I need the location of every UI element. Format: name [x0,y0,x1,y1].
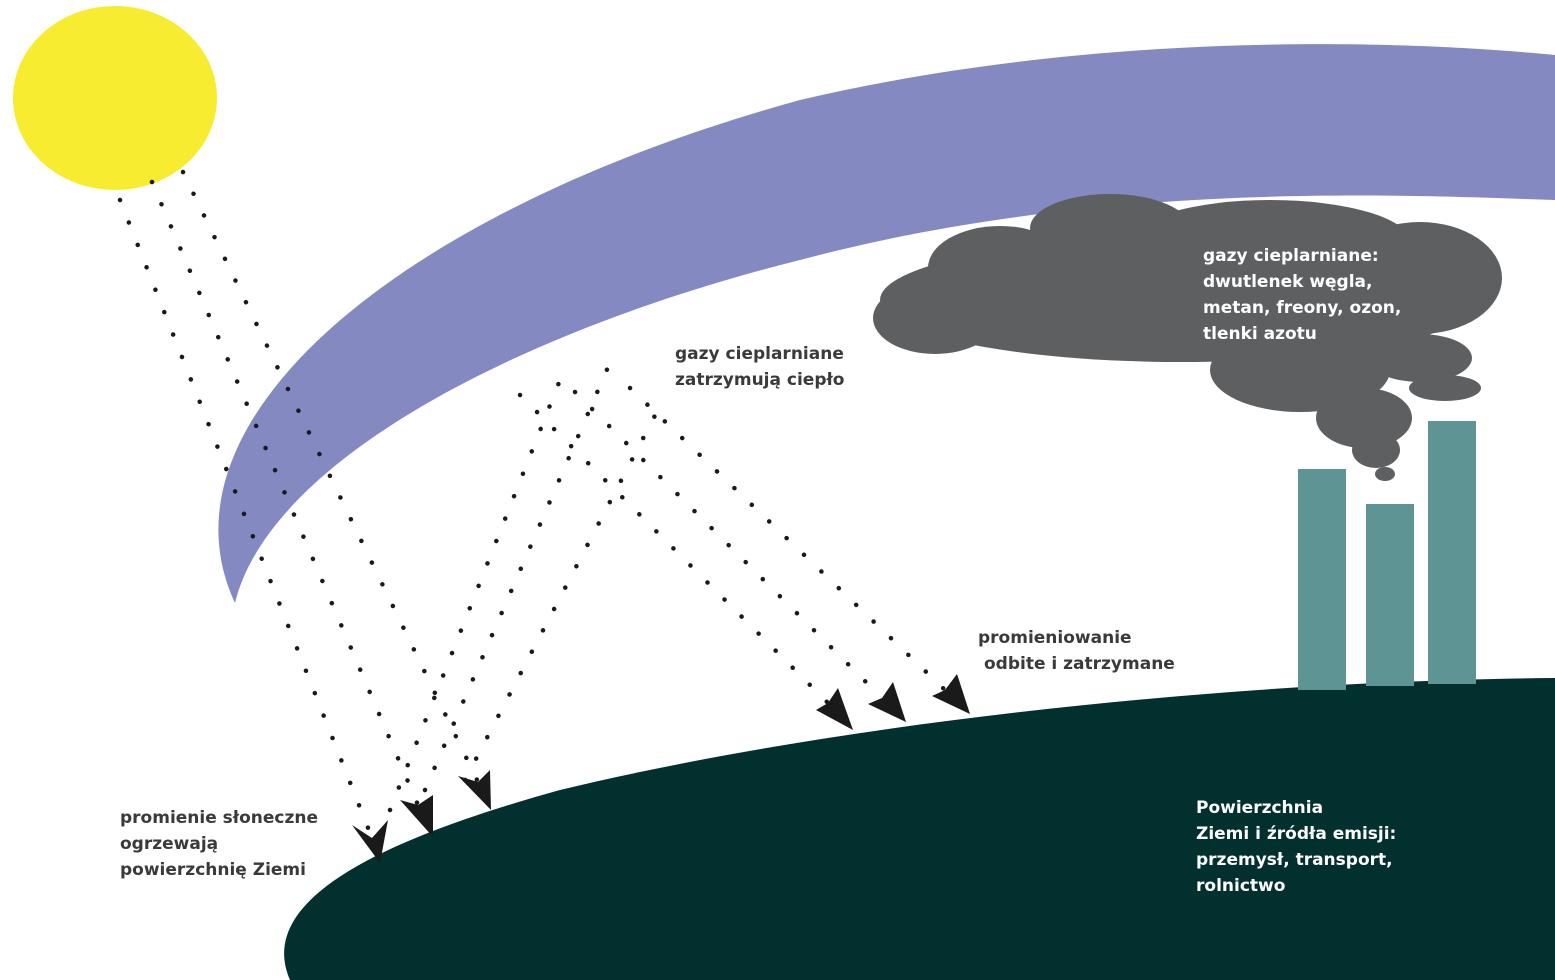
label-sun-rays: promienie słoneczne ogrzewają powierzchn… [120,805,318,883]
reflected-rays [387,355,665,813]
label-line: tlenki azotu [1203,324,1317,344]
label-line: metan, freony, ozon, [1203,298,1402,318]
arrowhead [932,674,970,714]
solar-ray [149,179,421,808]
label-trapped-heat: gazy cieplarniane zatrzymują ciepło [675,341,844,393]
label-line: zatrzymują ciepło [675,370,845,390]
label-line: gazy cieplarniane [675,344,844,364]
label-line: przemysł, transport, [1196,850,1393,870]
reflected-ray [462,399,665,783]
greenhouse-gas-cloud [873,194,1502,412]
chimney [1366,504,1414,686]
label-line: promieniowanie [978,628,1132,648]
smoke-puff [1375,467,1395,481]
sun [13,6,217,190]
smoke-puff [1352,432,1400,468]
label-line: ogrzewają [120,834,219,854]
reflected-ray [387,377,563,813]
trapped-ray [517,392,831,706]
label-earth-sources: Powierzchnia Ziemi i źródła emisji: prze… [1196,795,1396,899]
label-line: odbite i zatrzymane [984,654,1175,674]
label-line: Ziemi i źródła emisji: [1196,824,1397,844]
earth-surface [284,678,1555,980]
label-line: Powierzchnia [1196,798,1324,818]
atmosphere-band [218,44,1555,604]
label-line: dwutlenek węgla, [1203,272,1373,292]
label-line: promienie słoneczne [120,808,319,828]
arrowhead [400,795,433,837]
arrowhead [816,688,853,730]
reflected-ray [422,355,615,793]
arrowhead [458,770,491,810]
trapped-rays [517,385,948,706]
arrowheads [352,674,970,863]
label-line: gazy cieplarniane: [1203,246,1379,266]
label-gases-list: gazy cieplarniane: dwutlenek węgla, meta… [1203,243,1401,347]
arrowhead [352,820,388,863]
trapped-ray [627,385,948,693]
label-reflected-radiation: promieniowanie odbite i zatrzymane [978,625,1175,677]
incoming-solar-rays [117,169,481,841]
chimney [1428,421,1476,684]
label-line: powierzchnię Ziemi [120,860,306,880]
trapped-ray [572,389,885,701]
label-line: rolnictwo [1196,876,1286,896]
chimney [1298,469,1346,690]
solar-ray [180,169,481,785]
arrowhead [868,682,906,722]
